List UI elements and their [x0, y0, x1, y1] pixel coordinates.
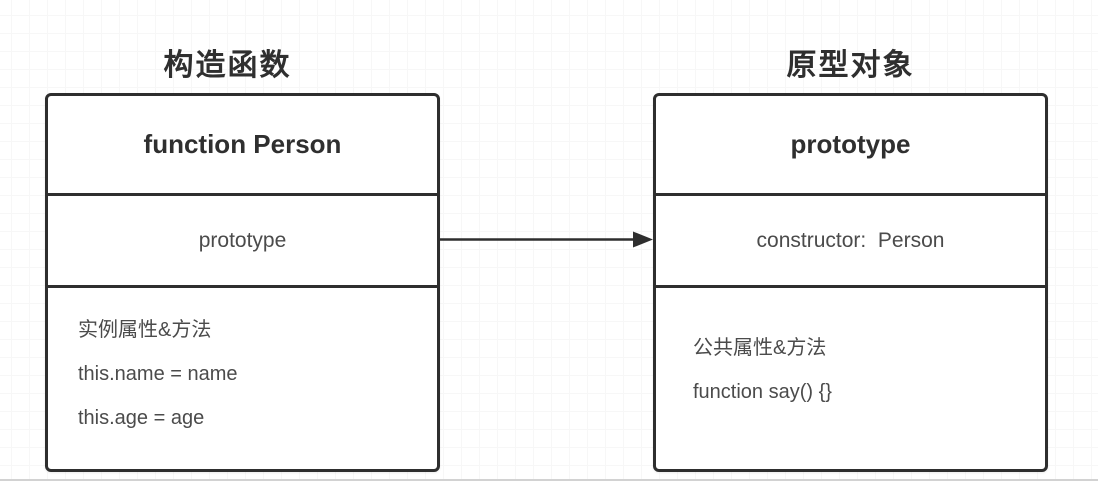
prototype-box-title: 原型对象: [786, 49, 915, 82]
body-line: function say() {}: [693, 381, 832, 403]
prototype-box-header: prototype: [656, 96, 1045, 196]
constructor-box-body: 实例属性&方法 this.name = name this.age = age: [48, 288, 437, 469]
screenshot-bottom-edge: [0, 479, 1098, 481]
body-line: this.age = age: [78, 407, 205, 429]
prototype-box-body: 公共属性&方法 function say() {}: [656, 288, 1045, 469]
constructor-property-slot: constructor: Person: [656, 196, 1045, 288]
prototype-property-slot: prototype: [48, 196, 437, 288]
instance-members-label: 实例属性&方法: [78, 319, 212, 341]
body-line: this.name = name: [78, 363, 238, 385]
prototype-reference-arrow-icon: [440, 231, 653, 248]
constructor-box: function Person prototype 实例属性&方法 this.n…: [45, 93, 440, 472]
prototype-box: prototype constructor: Person 公共属性&方法 fu…: [653, 93, 1048, 472]
constructor-box-header: function Person: [48, 96, 437, 196]
constructor-box-title: 构造函数: [163, 49, 292, 82]
shared-members-label: 公共属性&方法: [693, 337, 827, 359]
